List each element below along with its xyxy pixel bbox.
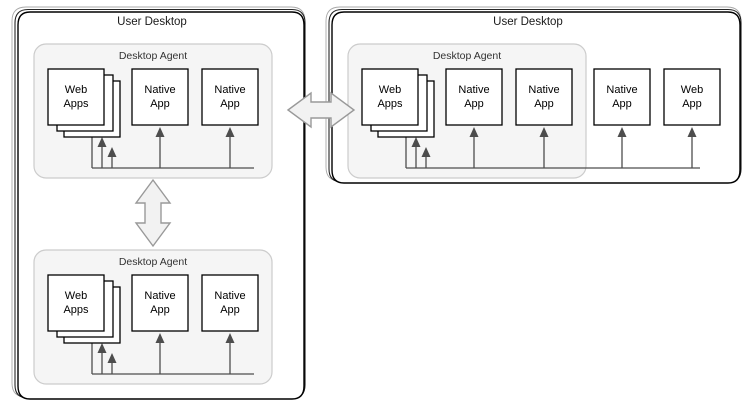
bidi-vertical-arrow[interactable] (134, 178, 172, 248)
web-apps-r-stack[interactable]: Web Apps (361, 68, 435, 138)
bidi-horizontal-arrow[interactable] (286, 91, 356, 129)
arrow-head-webapps-b-3 (107, 353, 117, 363)
native-app-r-1-label-line1: Native (458, 84, 489, 96)
desktop-agent-left-top-title: Desktop Agent (119, 50, 187, 62)
desktop-agent-left-top-group[interactable]: Desktop Agent Web Apps Native App (33, 43, 273, 179)
arrow-head-r-native-ext (617, 127, 627, 137)
native-app-r-2-label-line2: App (534, 98, 554, 110)
native-app-lb-1-box-group[interactable]: Native App (131, 274, 189, 332)
web-apps-lt-label-line2: Apps (63, 98, 89, 110)
web-apps-stack-layer-1[interactable] (47, 68, 105, 126)
arrow-head-webapps-2 (97, 137, 107, 147)
web-apps-lb-stack-layer-1[interactable] (47, 274, 105, 332)
arrow-head-native-2 (225, 127, 235, 137)
native-app-r-1-box[interactable] (445, 68, 503, 126)
native-app-r-ext-label-line2: App (612, 98, 632, 110)
arrow-head-r-webapps-3 (421, 147, 431, 157)
native-app-lb-1-label-line2: App (150, 304, 170, 316)
native-app-lt-1-box[interactable] (131, 68, 189, 126)
native-app-r-ext-box-group[interactable]: Native App (593, 68, 651, 126)
double-headed-arrow-vertical-shape[interactable] (134, 178, 172, 248)
arrow-head-native-1 (155, 127, 165, 137)
native-app-r-1-label-line2: App (464, 98, 484, 110)
web-apps-lb-label-line1: Web (65, 290, 87, 302)
web-apps-r-label-line1: Web (379, 84, 401, 96)
desktop-agent-left-bottom-group[interactable]: Desktop Agent Web Apps Native App (33, 249, 273, 385)
native-app-r-ext-label-line1: Native (606, 84, 637, 96)
native-app-lt-1-box-group[interactable]: Native App (131, 68, 189, 126)
native-app-lt-2-box[interactable] (201, 68, 259, 126)
web-apps-lt-stack[interactable]: Web Apps (47, 68, 121, 138)
arrow-head-r-web-ext (687, 127, 697, 137)
web-app-r-ext-box-group[interactable]: Web App (663, 68, 721, 126)
arrow-head-native-b-2 (225, 333, 235, 343)
web-app-r-ext-box[interactable] (663, 68, 721, 126)
user-desktop-right-title: User Desktop (493, 16, 563, 28)
web-apps-lb-stack[interactable]: Web Apps (47, 274, 121, 344)
arrow-head-r-native-1 (469, 127, 479, 137)
native-app-lb-1-label-line1: Native (144, 290, 175, 302)
double-headed-arrow-horizontal-shape[interactable] (286, 91, 356, 129)
native-app-r-1-box-group[interactable]: Native App (445, 68, 503, 126)
native-app-lt-1-label-line1: Native (144, 84, 175, 96)
native-app-lb-2-label-line1: Native (214, 290, 245, 302)
arrow-head-native-b-1 (155, 333, 165, 343)
native-app-r-2-box[interactable] (515, 68, 573, 126)
arrow-head-r-native-2 (539, 127, 549, 137)
native-app-lt-1-label-line2: App (150, 98, 170, 110)
user-desktop-left-title: User Desktop (117, 16, 187, 28)
native-app-lb-2-box[interactable] (201, 274, 259, 332)
native-app-lt-2-label-line1: Native (214, 84, 245, 96)
web-apps-lt-label-line1: Web (65, 84, 87, 96)
native-app-lb-2-label-line2: App (220, 304, 240, 316)
web-apps-r-stack-layer-1[interactable] (361, 68, 419, 126)
native-app-lb-1-box[interactable] (131, 274, 189, 332)
web-app-r-ext-label-line2: App (682, 98, 702, 110)
native-app-lt-2-label-line2: App (220, 98, 240, 110)
native-app-r-ext-box[interactable] (593, 68, 651, 126)
desktop-agent-right-title: Desktop Agent (433, 50, 501, 62)
arrow-head-r-webapps-2 (411, 137, 421, 147)
right-panel-connectors (401, 127, 700, 169)
agent-left-bottom-connectors (87, 333, 254, 375)
desktop-agent-left-bottom-title: Desktop Agent (119, 256, 187, 268)
web-app-r-ext-label-line1: Web (681, 84, 703, 96)
web-apps-lb-label-line2: Apps (63, 304, 89, 316)
web-apps-r-label-line2: Apps (377, 98, 403, 110)
arrow-head-webapps-b-2 (97, 343, 107, 353)
agent-left-top-connectors (87, 127, 254, 169)
native-app-r-2-box-group[interactable]: Native App (515, 68, 573, 126)
native-app-lt-2-box-group[interactable]: Native App (201, 68, 259, 126)
arrow-head-webapps-3 (107, 147, 117, 157)
native-app-lb-2-box-group[interactable]: Native App (201, 274, 259, 332)
native-app-r-2-label-line1: Native (528, 84, 559, 96)
